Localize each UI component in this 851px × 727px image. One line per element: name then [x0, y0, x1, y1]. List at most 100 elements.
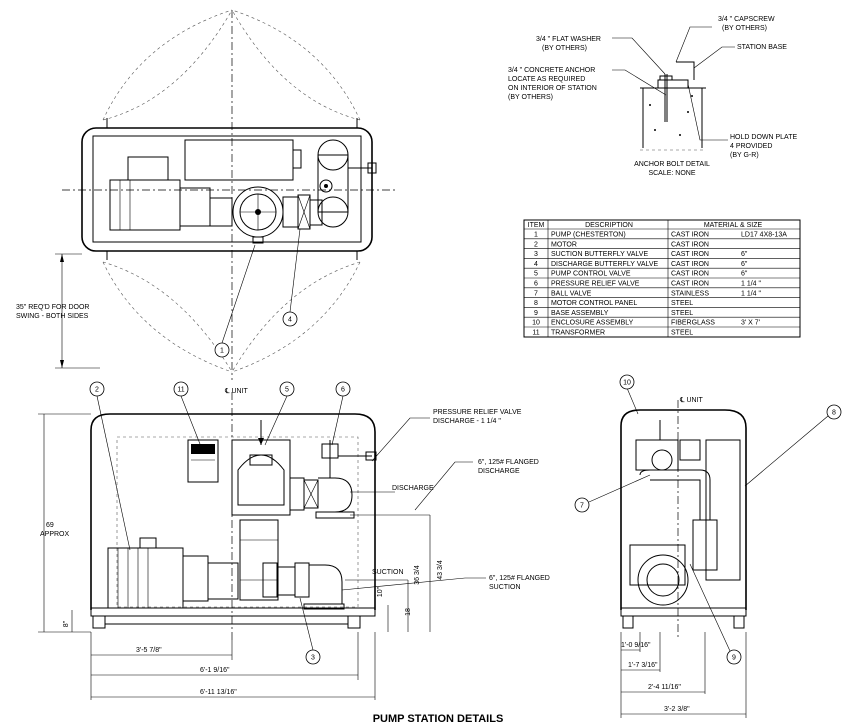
relief-valve-note-line1: PRESSURE RELIEF VALVE	[433, 409, 522, 416]
svg-text:4 PROVIDED: 4 PROVIDED	[730, 143, 772, 150]
bill-of-materials-table: ITEM DESCRIPTION MATERIAL & SIZE 1 PUMP (…	[523, 219, 801, 338]
plan-view: 35" REQ'D FOR DOOR SWING - BOTH SIDES 1 …	[16, 9, 395, 380]
callout-3: 3	[305, 649, 321, 665]
side-centerline-label: ℄ UNIT	[679, 397, 703, 404]
svg-text:DISCHARGE - 1 1/4 ": DISCHARGE - 1 1/4 "	[433, 418, 501, 425]
table-cell-description: DISCHARGE BUTTERFLY VALVE	[551, 261, 659, 268]
table-cell-material: STEEL	[671, 300, 693, 307]
svg-text:(BY OTHERS): (BY OTHERS)	[722, 25, 767, 32]
table-cell-item: 2	[534, 241, 538, 248]
callout-5: 5	[279, 381, 295, 397]
table-header-item: ITEM	[528, 222, 545, 229]
side-elevation: ℄ UNIT 1'-0 9/16" 1'-7 3/16" 2'-4 11/16"…	[574, 374, 842, 718]
drawing-title: PUMP STATION DETAILS	[373, 713, 504, 725]
svg-text:3: 3	[311, 655, 315, 662]
table-cell-description: PUMP (CHESTERTON)	[551, 232, 626, 239]
table-cell-item: 1	[534, 232, 538, 239]
svg-text:DISCHARGE: DISCHARGE	[478, 468, 520, 475]
table-cell-material: STEEL	[671, 310, 693, 317]
table-cell-size: LD17 4X8-13A	[741, 232, 787, 239]
table-cell-description: PUMP CONTROL VALVE	[551, 271, 631, 278]
table-cell-description: TRANSFORMER	[551, 330, 605, 337]
concrete-anchor-label: 3/4 " CONCRETE ANCHOR	[508, 67, 595, 74]
svg-text:SUCTION: SUCTION	[489, 584, 521, 591]
dim-43-3-4: 43 3/4	[437, 560, 444, 580]
table-cell-item: 9	[534, 310, 538, 317]
table-cell-material: CAST IRON	[671, 271, 709, 278]
callout-4: 4	[282, 311, 298, 327]
table-cell-item: 5	[534, 271, 538, 278]
dim-width-1: 3'-5 7/8"	[136, 647, 162, 654]
table-cell-size: 6"	[741, 261, 748, 268]
table-cell-description: ENCLOSURE ASSEMBLY	[551, 320, 634, 327]
svg-text:7: 7	[580, 503, 584, 510]
table-cell-description: BALL VALVE	[551, 290, 592, 297]
anchor-bolt-detail: 3/4 " FLAT WASHER (BY OTHERS) 3/4 " CAPS…	[508, 16, 797, 177]
table-header-material: MATERIAL & SIZE	[704, 222, 763, 229]
table-cell-item: 10	[532, 320, 540, 327]
dim-width-3: 6'-11 13/16"	[200, 689, 237, 696]
table-cell-size: 3' X 7'	[741, 320, 760, 327]
svg-text:10: 10	[623, 380, 631, 387]
table-cell-material: STAINLESS	[671, 290, 709, 297]
table-cell-description: SUCTION BUTTERFLY VALVE	[551, 251, 648, 258]
table-cell-item: 7	[534, 290, 538, 297]
svg-text:4: 4	[288, 317, 292, 324]
callout-7: 7	[574, 497, 590, 513]
table-cell-material: CAST IRON	[671, 251, 709, 258]
side-dim-2: 1'-7 3/16"	[628, 662, 658, 669]
callout-6: 6	[335, 381, 351, 397]
svg-text:(BY G-R): (BY G-R)	[730, 152, 759, 159]
callout-11: 11	[173, 381, 189, 397]
table-cell-item: 3	[534, 251, 538, 258]
table-cell-material: CAST IRON	[671, 261, 709, 268]
table-cell-description: MOTOR	[551, 241, 577, 248]
table-cell-description: MOTOR CONTROL PANEL	[551, 300, 637, 307]
side-dim-4: 3'-2 3/8"	[664, 706, 690, 713]
table-cell-item: 6	[534, 281, 538, 288]
table-cell-size: 1 1/4 "	[741, 281, 762, 288]
suction-label: SUCTION	[372, 569, 404, 576]
table-cell-description: PRESSURE RELIEF VALVE	[551, 281, 640, 288]
callout-2: 2	[89, 381, 105, 397]
callout-8: 8	[826, 404, 842, 420]
svg-text:8: 8	[832, 410, 836, 417]
svg-text:11: 11	[177, 387, 184, 394]
front-elevation: ℄ UNIT	[38, 381, 550, 700]
front-centerline-label: ℄ UNIT	[224, 388, 248, 395]
svg-text:SCALE: NONE: SCALE: NONE	[648, 170, 695, 177]
svg-text:(BY OTHERS): (BY OTHERS)	[508, 94, 553, 101]
dim-10: 10"	[377, 586, 384, 597]
door-swing-note-line2: SWING - BOTH SIDES	[16, 313, 89, 320]
anchor-detail-caption: ANCHOR BOLT DETAIL	[634, 161, 710, 168]
dim-8: 8"	[63, 620, 70, 627]
side-dim-3: 2'-4 11/16"	[648, 684, 681, 691]
table-cell-item: 11	[532, 330, 539, 337]
callout-10: 10	[619, 374, 635, 390]
hold-down-plate-label: HOLD DOWN PLATE	[730, 134, 797, 141]
dim-69-approx-value: 69	[46, 522, 54, 529]
table-cell-description: BASE ASSEMBLY	[551, 310, 609, 317]
svg-text:LOCATE AS REQUIRED: LOCATE AS REQUIRED	[508, 76, 585, 83]
door-swing-note-line1: 35" REQ'D FOR DOOR	[16, 304, 89, 311]
dim-width-2: 6'-1 9/16"	[200, 667, 230, 674]
table-header-description: DESCRIPTION	[585, 222, 633, 229]
svg-text:(BY OTHERS): (BY OTHERS)	[542, 45, 587, 52]
table-cell-material: CAST IRON	[671, 232, 709, 239]
svg-text:APPROX: APPROX	[40, 531, 70, 538]
table-cell-size: 1 1/4 "	[741, 290, 762, 297]
station-base-label: STATION BASE	[737, 44, 787, 51]
svg-text:9: 9	[732, 655, 736, 662]
discharge-flange-note-line1: 6", 125# FLANGED	[478, 459, 539, 466]
table-cell-size: 6"	[741, 251, 748, 258]
svg-text:ON INTERIOR OF STATION: ON INTERIOR OF STATION	[508, 85, 597, 92]
table-cell-item: 8	[534, 300, 538, 307]
capscrew-label: 3/4 " CAPSCREW	[718, 16, 775, 23]
table-cell-material: STEEL	[671, 330, 693, 337]
table-cell-item: 4	[534, 261, 538, 268]
table-cell-material: CAST IRON	[671, 281, 709, 288]
dim-18: 18	[405, 608, 412, 616]
discharge-label: DISCHARGE	[392, 485, 434, 492]
table-cell-size: 6"	[741, 271, 748, 278]
